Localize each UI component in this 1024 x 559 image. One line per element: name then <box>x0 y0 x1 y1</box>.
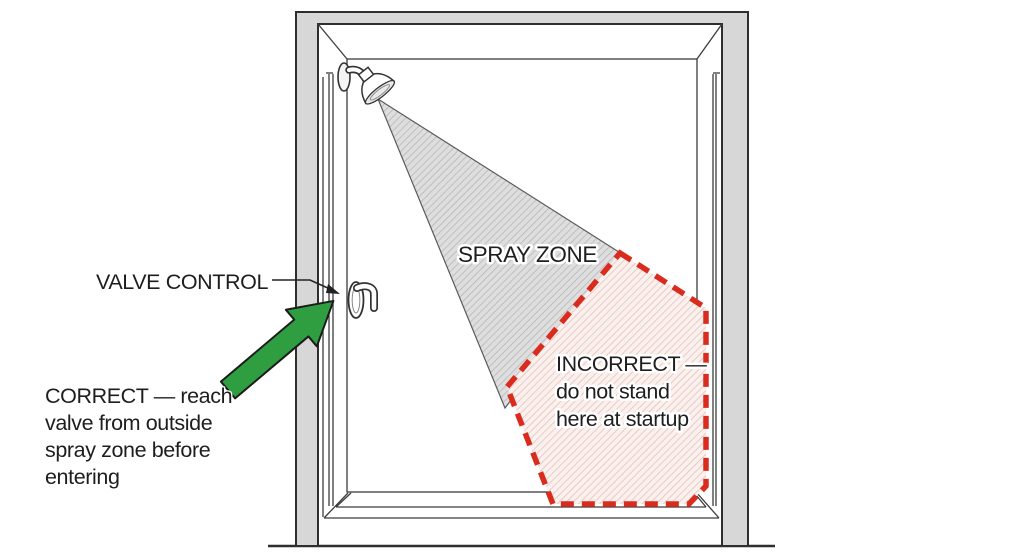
correct-label-line4: entering <box>45 465 120 489</box>
shower-head-icon <box>337 62 396 105</box>
corner-diagonal-bottom-left <box>323 492 349 519</box>
shower-tray <box>324 492 719 519</box>
correct-direction-arrow-icon <box>219 299 335 400</box>
valve-handle-icon <box>347 281 378 319</box>
corner-diagonal-bottom-right <box>696 492 720 519</box>
correct-label-line1: CORRECT — reach <box>45 384 232 408</box>
incorrect-zone-label-line2: do not stand <box>556 380 670 404</box>
valve-control-label: VALVE CONTROL <box>96 270 268 294</box>
glass-panel-left <box>322 72 334 517</box>
valve-leader-arrowhead-icon <box>326 284 340 294</box>
spray-zone-label: SPRAY ZONE <box>458 242 597 267</box>
shower-head-bell <box>357 66 396 105</box>
corner-diagonal-top-right <box>696 23 723 60</box>
valve-leader-line <box>272 279 331 290</box>
glass-panel-right <box>712 72 720 506</box>
correct-label-line3: spray zone before <box>45 438 210 462</box>
correct-label-line2: valve from outside <box>45 411 212 435</box>
valve-leader <box>272 279 340 294</box>
incorrect-zone-shape <box>503 249 709 507</box>
incorrect-zone-label-line1: INCORRECT — <box>556 352 707 376</box>
valve-lever <box>354 283 377 311</box>
corner-diagonal-top-left <box>317 23 348 60</box>
incorrect-zone-label-line3: here at startup <box>556 407 689 431</box>
